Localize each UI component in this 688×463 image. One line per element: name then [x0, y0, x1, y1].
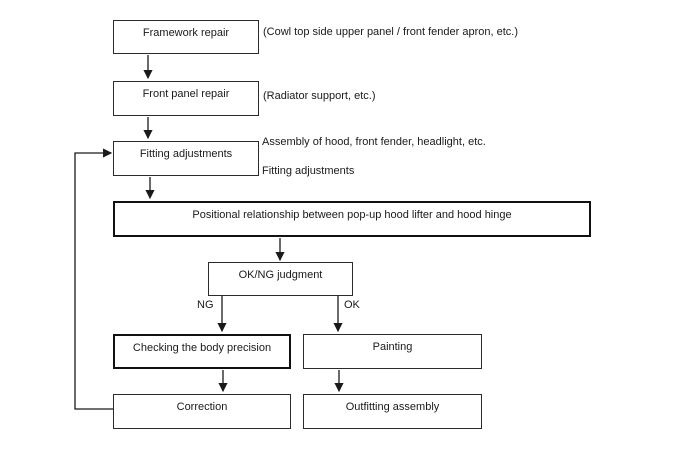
- node-front-panel-repair: Front panel repair: [113, 81, 259, 116]
- annotation-framework-repair: (Cowl top side upper panel / front fende…: [263, 26, 518, 38]
- annotation-fitting-adjustments: Fitting adjustments: [262, 165, 355, 177]
- node-painting: Painting: [303, 334, 482, 369]
- node-positional-relationship: Positional relationship between pop-up h…: [113, 201, 591, 237]
- annotation-front-panel-repair: (Radiator support, etc.): [263, 90, 376, 102]
- node-checking-body-precision: Checking the body precision: [113, 334, 291, 369]
- branch-label-ok: OK: [344, 299, 360, 311]
- branch-label-ng: NG: [197, 299, 214, 311]
- arrow-correction-feedback-to-fitting: [74, 148, 113, 410]
- node-framework-repair: Framework repair: [113, 20, 259, 54]
- node-okng-judgment: OK/NG judgment: [208, 262, 353, 296]
- node-fitting-adjustments: Fitting adjustments: [113, 141, 259, 176]
- annotation-fitting-assembly: Assembly of hood, front fender, headligh…: [262, 136, 486, 148]
- node-outfitting-assembly: Outfitting assembly: [303, 394, 482, 429]
- node-correction: Correction: [113, 394, 291, 429]
